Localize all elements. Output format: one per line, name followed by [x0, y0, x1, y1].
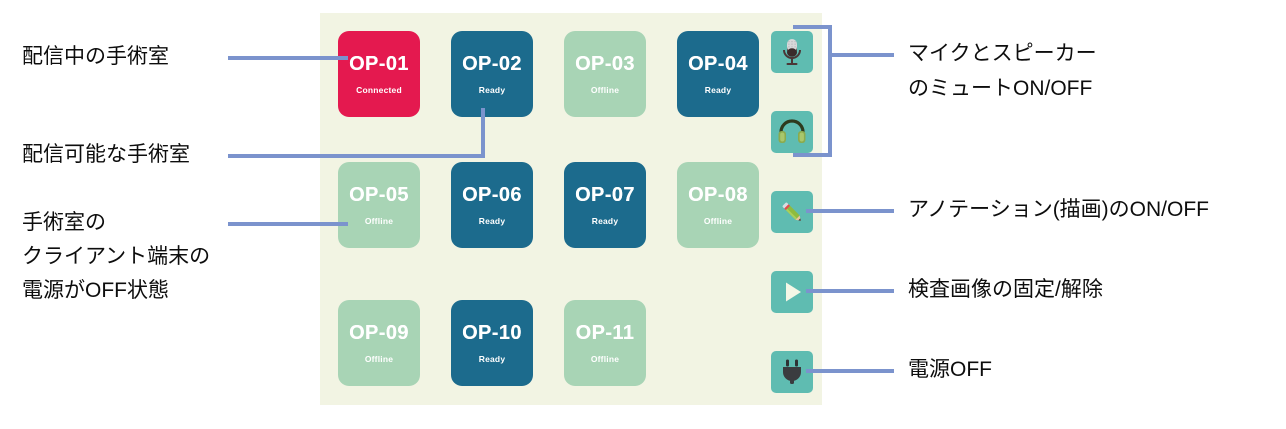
connector-bracket-bottom	[793, 153, 832, 157]
connector-bracket-top	[793, 25, 832, 29]
room-tile-status: Offline	[364, 353, 394, 364]
room-tile-status: Ready	[478, 353, 506, 364]
connector-bracket-spine	[828, 25, 832, 157]
connector-line-available-vertical	[481, 108, 485, 158]
pencil-icon	[782, 202, 801, 221]
room-tile-status: Connected	[356, 84, 402, 95]
room-tile-name: OP-03	[575, 52, 635, 75]
room-tile-op-04[interactable]: OP-04 Ready	[677, 31, 759, 117]
annotation-button[interactable]	[771, 191, 813, 233]
connector-line-available-horizontal	[228, 154, 485, 158]
microphone-icon	[783, 39, 801, 65]
room-tile-status: Offline	[590, 84, 620, 95]
room-tile-op-10[interactable]: OP-10 Ready	[451, 300, 533, 386]
annotation-label-annotation: アノテーション(描画)のON/OFF	[908, 198, 1209, 221]
play-icon	[786, 282, 801, 302]
room-tile-op-07[interactable]: OP-07 Ready	[564, 162, 646, 248]
room-tile-name: OP-10	[462, 321, 522, 344]
room-tile-op-01[interactable]: OP-01 Connected	[338, 31, 420, 117]
room-tile-status: Ready	[478, 215, 506, 226]
room-tile-op-06[interactable]: OP-06 Ready	[451, 162, 533, 248]
connector-line-annotation	[806, 209, 894, 213]
room-tile-name: OP-07	[575, 183, 635, 206]
connector-line-power	[806, 369, 894, 373]
room-tile-name: OP-08	[688, 183, 748, 206]
room-tile-name: OP-11	[575, 321, 635, 344]
room-tile-status: Offline	[364, 215, 394, 226]
annotation-label-streaming: 配信中の手術室	[22, 45, 169, 68]
room-tile-name: OP-09	[349, 321, 409, 344]
annotation-label-freeze: 検査画像の固定/解除	[908, 278, 1103, 301]
room-tile-name: OP-01	[349, 52, 409, 75]
room-tile-status: Ready	[704, 84, 732, 95]
power-plug-icon	[783, 359, 801, 384]
room-tile-name: OP-06	[462, 183, 522, 206]
room-tile-op-02[interactable]: OP-02 Ready	[451, 31, 533, 117]
room-tile-name: OP-04	[688, 52, 748, 75]
operating-room-panel: OP-01 Connected OP-02 Ready OP-03 Offlin…	[320, 13, 822, 405]
headphones-button[interactable]	[771, 111, 813, 153]
annotation-label-poweroff: 手術室の クライアント端末の 電源がOFF状態	[22, 211, 211, 302]
microphone-button[interactable]	[771, 31, 813, 73]
room-tile-op-08[interactable]: OP-08 Offline	[677, 162, 759, 248]
room-tile-name: OP-02	[462, 52, 522, 75]
annotation-label-power: 電源OFF	[908, 358, 992, 381]
annotation-label-mute: マイクとスピーカー のミュートON/OFF	[908, 42, 1097, 100]
connector-line-freeze	[806, 289, 894, 293]
room-tile-status: Ready	[478, 84, 506, 95]
freeze-image-button[interactable]	[771, 271, 813, 313]
room-tile-op-09[interactable]: OP-09 Offline	[338, 300, 420, 386]
room-tile-op-05[interactable]: OP-05 Offline	[338, 162, 420, 248]
headphones-icon	[778, 119, 806, 143]
room-tile-op-03[interactable]: OP-03 Offline	[564, 31, 646, 117]
room-tile-status: Offline	[703, 215, 733, 226]
room-tile-status: Ready	[591, 215, 619, 226]
connector-line-streaming	[228, 56, 348, 60]
room-tile-name: OP-05	[349, 183, 409, 206]
connector-line-poweroff	[228, 222, 348, 226]
room-tile-status: Offline	[590, 353, 620, 364]
room-tile-op-11[interactable]: OP-11 Offline	[564, 300, 646, 386]
connector-line-mute	[828, 53, 894, 57]
annotation-label-available: 配信可能な手術室	[22, 143, 190, 166]
